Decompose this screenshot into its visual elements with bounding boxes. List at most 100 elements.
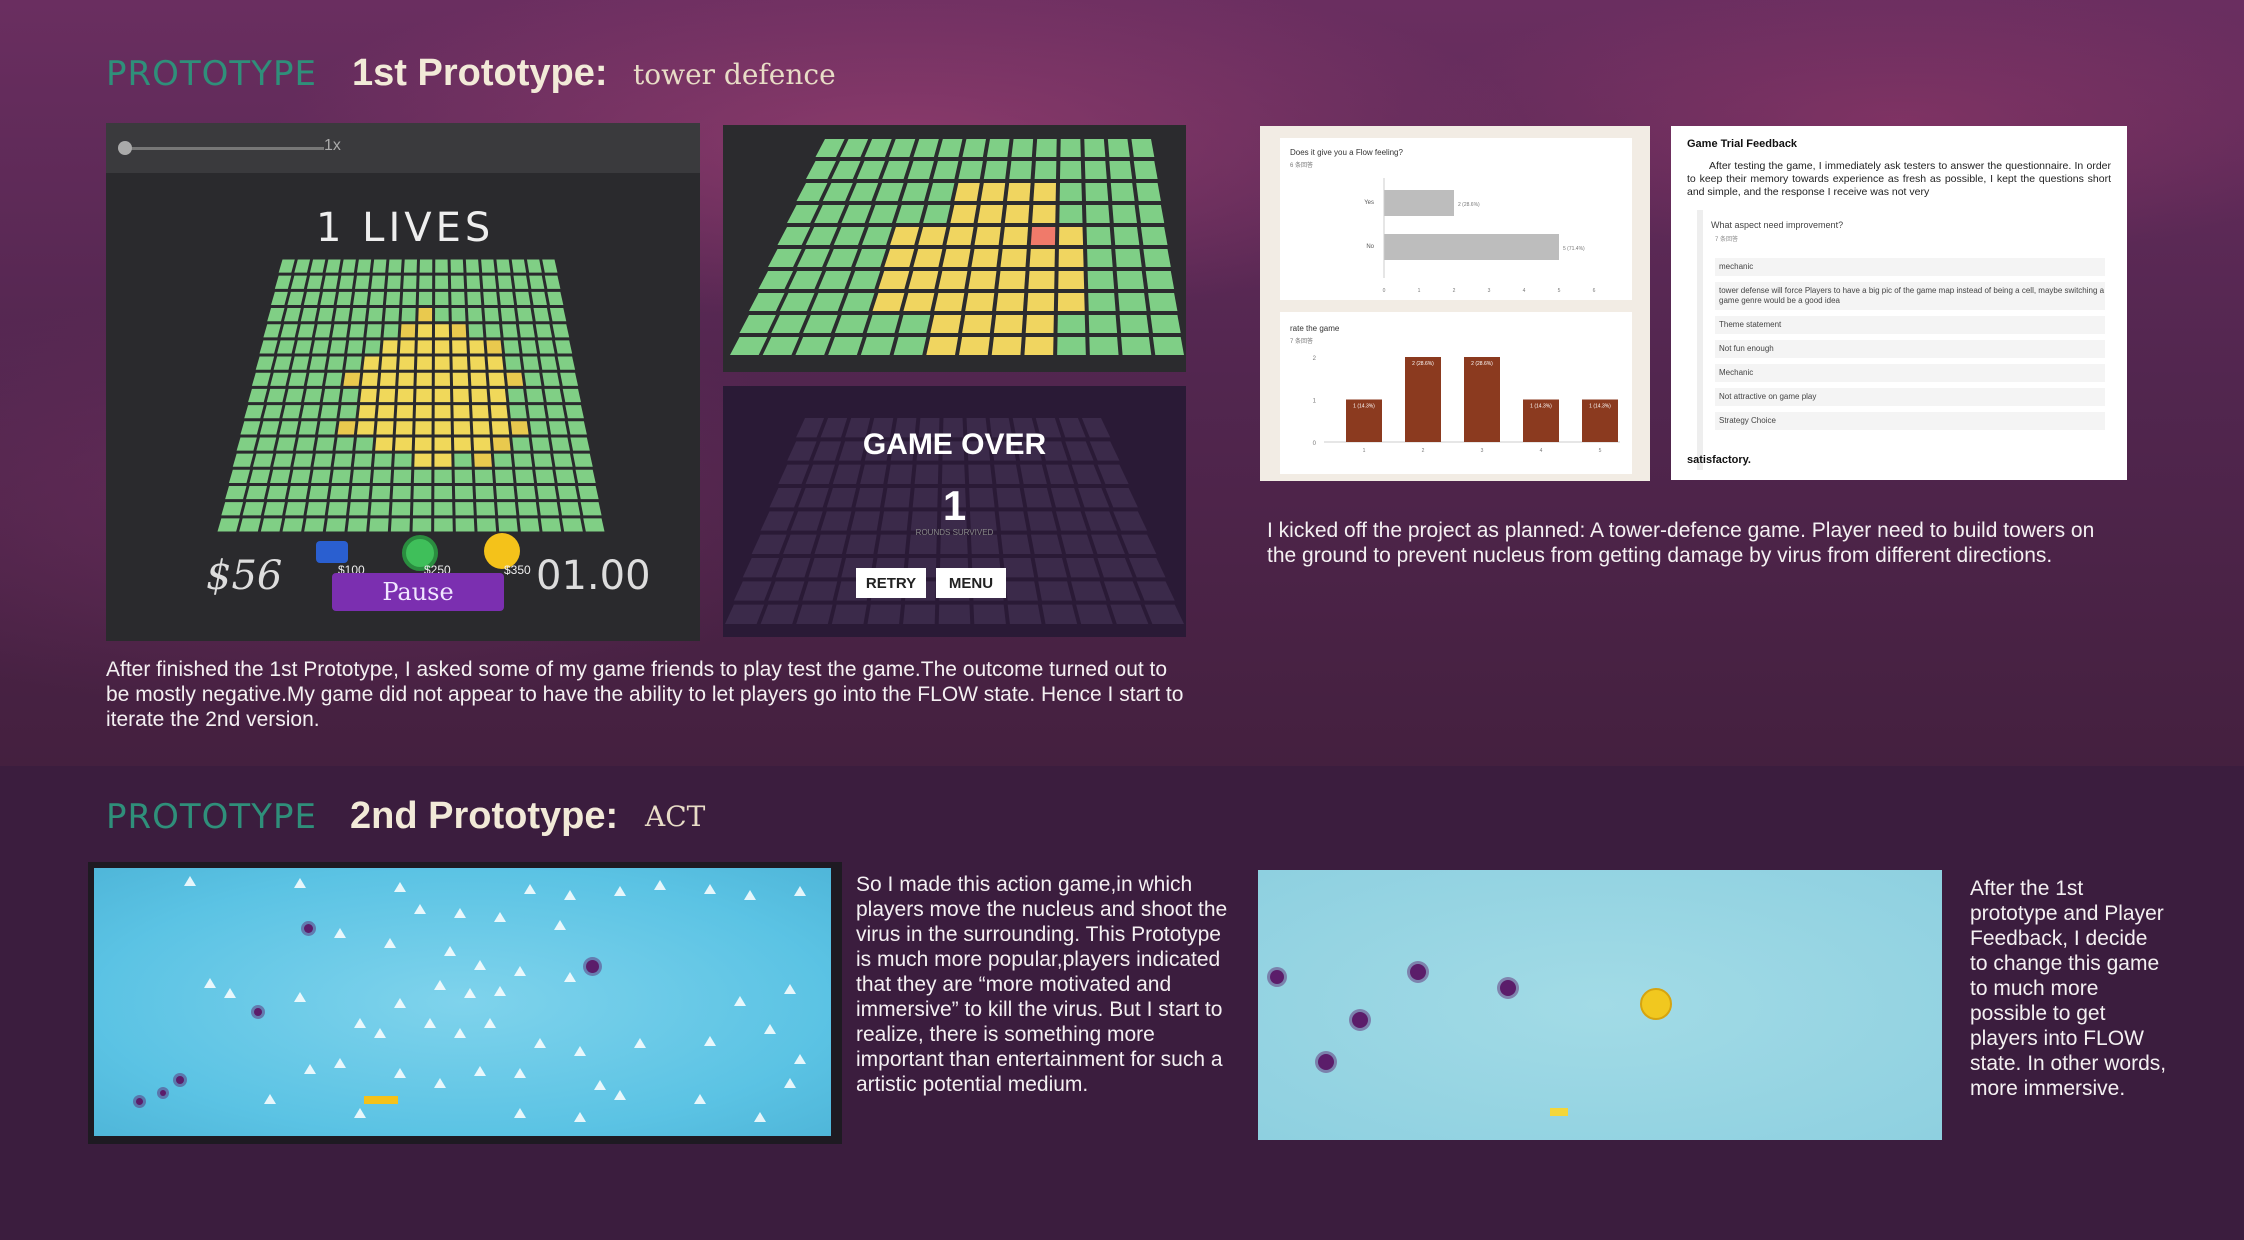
grid-tile [544,275,561,289]
grid-tile [274,275,292,289]
grid-tile [452,356,468,370]
virus-icon [1352,1012,1368,1028]
virus-bullet-icon [534,1038,546,1048]
grid-tile [322,388,341,403]
pause-button[interactable]: Pause [332,573,504,611]
grid-tile [295,437,316,451]
grid-tile [435,291,449,306]
grid-tile [788,271,823,289]
grid-tile [255,356,275,370]
immersive-game-field [1258,870,1942,1140]
grid-tile [790,511,823,531]
grid-tile [993,315,1023,333]
chart-question-sub: 6 条回答 [1290,163,1314,169]
health-bar-fill [1550,1108,1568,1116]
grid-tile [1144,604,1184,624]
grid-tile [417,340,432,354]
virus-icon [160,1090,166,1096]
menu-button[interactable]: MENU [936,568,1006,598]
grid-tile [1027,511,1057,531]
grid-tile [372,469,392,483]
grid-tile [1025,315,1054,333]
grid-tile [1004,205,1030,223]
grid-tile [373,453,392,467]
grid-tile [573,453,593,467]
grid-tile [542,372,560,386]
grid-tile [730,337,768,355]
grid-tile [814,205,846,223]
grid-tile [434,485,453,500]
virus-bullet-icon [304,1064,316,1074]
health-bar-fill [364,1096,398,1104]
grid-tile [356,421,375,435]
grid-tile [1041,604,1078,624]
speed-slider-handle[interactable] [118,141,132,155]
grid-tile [989,418,1013,438]
grid-tile [412,502,432,516]
virus-bullet-icon [554,920,566,930]
grid-tile [933,161,959,179]
grid-tile [1059,183,1082,201]
grid-tile [1034,161,1057,179]
grid-tile [1029,249,1055,267]
grid-tile [435,308,449,322]
grid-tile [369,291,385,306]
grid-tile [395,421,413,435]
grid-tile [294,340,312,354]
grid-tile [832,464,861,484]
grid-tile [474,453,492,467]
speed-slider-track[interactable] [124,147,324,150]
virus-bullet-icon [484,1018,496,1028]
grid-tile [372,259,387,273]
action-game-frame [88,862,842,1144]
grid-tile [938,271,968,289]
right-description-2: After the 1st prototype and Player Feedb… [1970,877,2167,1100]
grid-tile [343,372,361,386]
grid-tile [379,372,397,386]
grid-tile [434,340,450,354]
retry-button[interactable]: RETRY [856,568,926,598]
grid-tile [496,259,511,273]
grid-tile [1088,315,1118,333]
grid-tile [337,421,356,435]
grid-tile [476,518,497,532]
grid-tile [497,275,513,289]
grid-tile [519,518,540,532]
grid-tile [980,183,1006,201]
grid-tile [1035,139,1057,157]
grid-tile [1087,271,1115,289]
grid-tile [336,291,352,306]
grid-tile [434,421,451,435]
grid-tile [991,337,1022,355]
brand-label-2: PROTOTYPE [106,797,317,837]
brand-label: PROTOTYPE [106,54,317,94]
grid-tile [1011,139,1034,157]
grid-tile [333,453,353,467]
virus-bullet-icon [594,1080,606,1090]
grid-tile [815,139,845,157]
grid-tile [760,604,799,624]
grid-tile [450,259,464,273]
grid-tile [991,441,1016,461]
tower-green-icon[interactable] [402,535,438,571]
grid-tile [526,259,542,273]
grid-tile [397,388,414,403]
grid-tile [363,356,380,370]
virus-bullet-icon [184,876,196,886]
grid-tile [942,249,971,267]
grid-tile [930,315,962,333]
grid-tile [877,534,907,554]
speed-label: 1x [324,137,341,154]
grid-tile [580,502,602,516]
grid-tile [387,275,401,289]
grid-tile [282,518,304,532]
grid-tile [994,464,1020,484]
tower-wave-icon[interactable] [316,541,348,563]
grid-tile [232,453,254,467]
grid-tile [540,356,558,370]
middle-description: So I made this action game,in which play… [856,873,1228,1096]
grid-tile [1143,249,1171,267]
grid-tile [481,259,495,273]
grid-tile [1089,441,1120,461]
grid-tile [1133,161,1158,179]
